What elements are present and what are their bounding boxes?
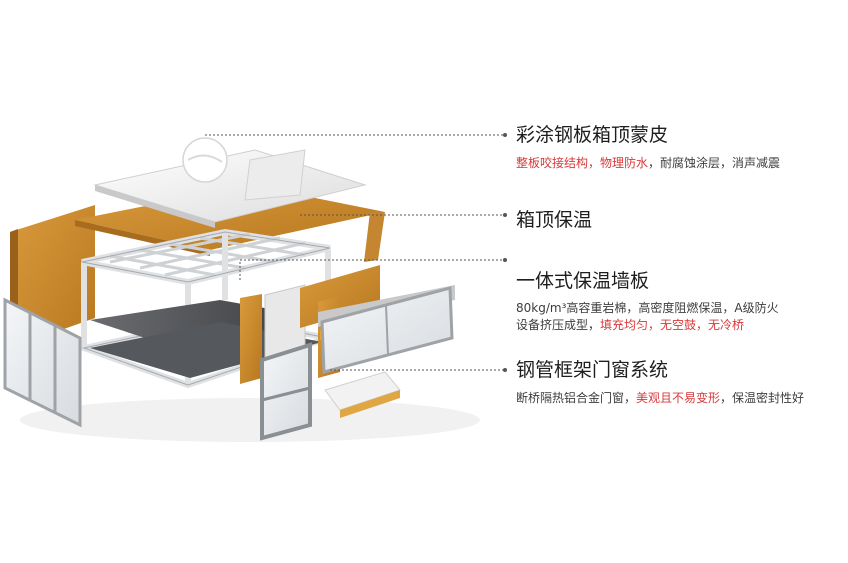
- callout-roof-insulation: 箱顶保温: [516, 205, 592, 232]
- leader-dots: [503, 133, 507, 372]
- desc-text: 断桥隔热铝合金门窗，: [516, 391, 636, 405]
- callout-desc: 整板咬接结构，物理防水，耐腐蚀涂层，消声减震: [516, 155, 780, 172]
- callout-door-window: 钢管框架门窗系统 断桥隔热铝合金门窗，美观且不易变形，保温密封性好: [516, 355, 804, 407]
- ground-shadow: [20, 398, 480, 442]
- desc-line: 设备挤压成型，填充均匀，无空鼓，无冷桥: [516, 317, 779, 334]
- callout-desc: 80kg/m³高容重岩棉，高密度阻燃保温，A级防火 设备挤压成型，填充均匀，无空…: [516, 300, 779, 334]
- desc-highlight: 填充均匀，无空鼓，无冷桥: [600, 318, 744, 332]
- callout-roof-skin: 彩涂钢板箱顶蒙皮 整板咬接结构，物理防水，耐腐蚀涂层，消声减震: [516, 120, 780, 172]
- entrance-door: [262, 345, 310, 438]
- callout-wall-panel: 一体式保温墙板 80kg/m³高容重岩棉，高密度阻燃保温，A级防火 设备挤压成型…: [516, 266, 779, 334]
- desc-text: ，保温密封性好: [720, 391, 804, 405]
- callout-title: 彩涂钢板箱顶蒙皮: [516, 120, 780, 147]
- desc-line: 80kg/m³高容重岩棉，高密度阻燃保温，A级防火: [516, 300, 779, 317]
- desc-text: 80kg/m³高容重岩棉，高密度阻燃保温，A级防火: [516, 301, 779, 315]
- callout-title: 箱顶保温: [516, 205, 592, 232]
- desc-highlight: 美观且不易变形: [636, 391, 720, 405]
- desc-text: ，耐腐蚀涂层，消声减震: [648, 156, 780, 170]
- callout-desc: 断桥隔热铝合金门窗，美观且不易变形，保温密封性好: [516, 390, 804, 407]
- callout-title: 一体式保温墙板: [516, 266, 779, 293]
- desc-highlight: 整板咬接结构，物理防水: [516, 156, 648, 170]
- desc-text: 设备挤压成型，: [516, 318, 600, 332]
- callout-title: 钢管框架门窗系统: [516, 355, 804, 382]
